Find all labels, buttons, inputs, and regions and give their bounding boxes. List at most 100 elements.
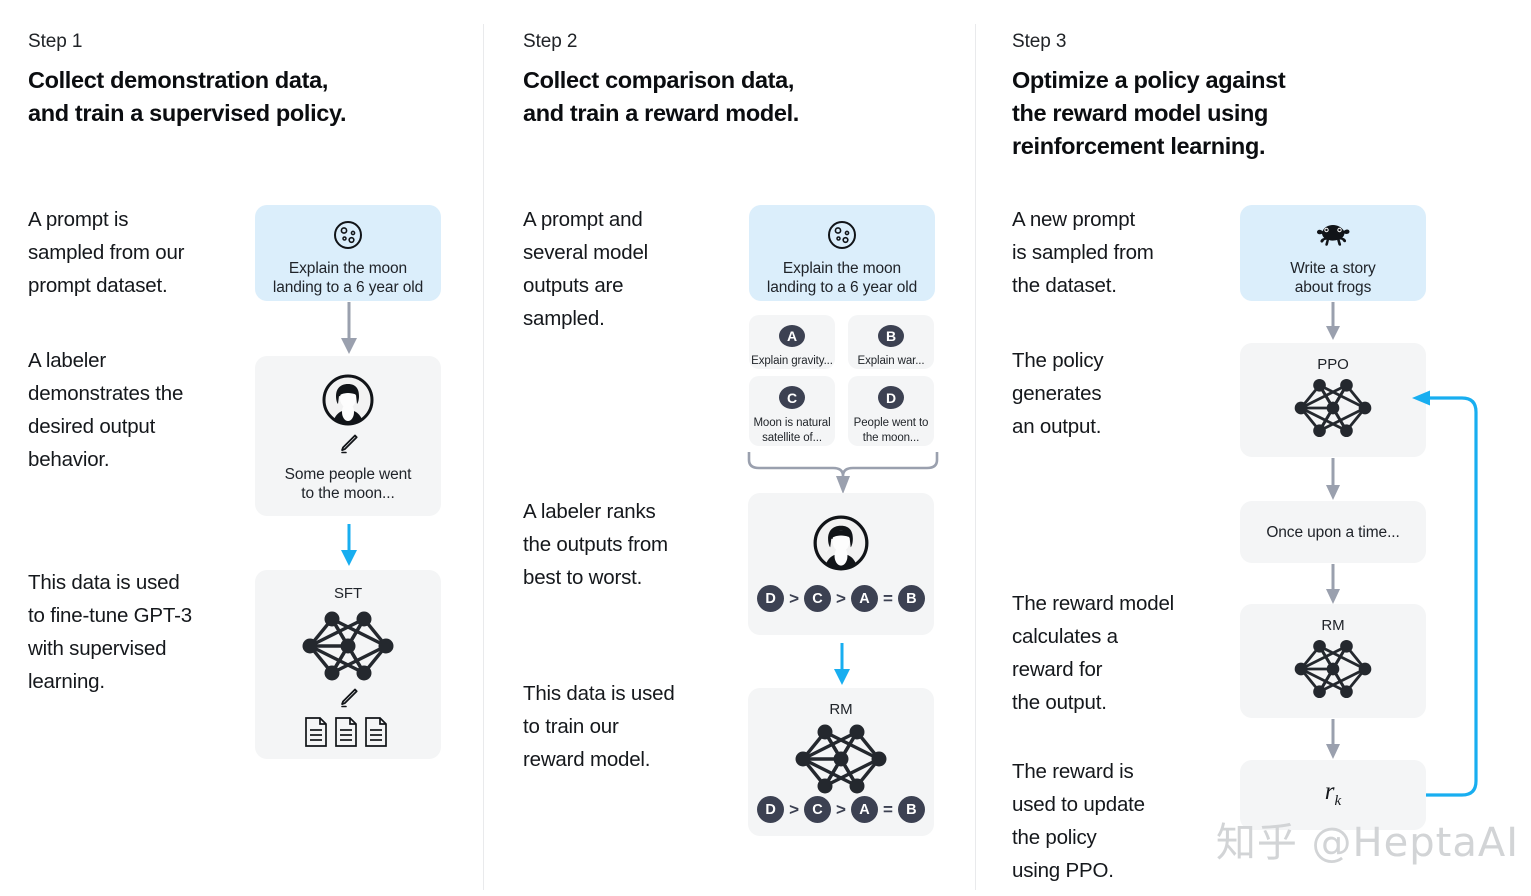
ppo-title: PPO [1317,356,1349,373]
step-2-prompt-line-1: Explain the moon [782,260,902,277]
rank-pill-2: C [804,585,832,612]
step-2-label: Step 2 [523,31,578,52]
rank-op-1: > [789,589,800,608]
sft-title: SFT [333,585,363,602]
rank-op-3: = [882,589,893,608]
step-1-column: Step 1 Collect demonstration data, and t… [0,0,483,896]
arrow-ranking-to-rm [834,643,850,685]
rank-pill-1: D [757,585,785,612]
step-3-reward-box[interactable]: rk [1240,760,1426,830]
labeler-avatar-icon [813,515,869,571]
rm-ranking-row: D > C > A = B [748,796,934,823]
step-1-label: Step 1 [28,31,83,52]
step-2-paragraph-2: A labeler ranks the outputs from best to… [523,500,668,589]
rm-rank-op-1: > [789,800,800,819]
option-text-c: Moon is natural satellite of... [753,417,831,444]
option-letter-d: D [878,386,904,409]
step-1-paragraph-1: A prompt is sampled from our prompt data… [28,208,185,297]
column-divider-1 [483,24,484,890]
step-1-paragraph-2: A labeler demonstrates the desired outpu… [28,349,184,471]
pencil-icon [341,434,358,454]
step-2-prompt-box[interactable]: Explain the moon landing to a 6 year old [749,205,935,301]
step-3-paragraph-1: A new prompt is sampled from the dataset… [1012,208,1154,297]
step-3-paragraph-4: The reward is used to update the policy … [1012,760,1145,882]
step-3-title-line-2: the reward model using [1012,100,1269,126]
moon-icon [828,221,856,249]
step-3-column: Step 3 Optimize a policy against the rew… [976,0,1531,896]
step-2-rm-box[interactable]: RM [748,688,934,836]
step-3-output-box[interactable]: Once upon a time... [1240,501,1426,563]
reward-symbol-r: r [1324,778,1335,805]
step-3-paragraph-2: The policy generates an output. [1012,349,1104,438]
arrow-rm-to-reward [1326,719,1340,759]
frog-icon [1317,225,1350,246]
neural-network-icon [1294,639,1372,699]
step-3-prompt-box[interactable]: Write a story about frogs [1240,205,1426,301]
step-3-rm-title: RM [1321,617,1345,634]
neural-network-icon [1294,378,1372,438]
rm-rank-pill-3: A [850,796,878,823]
step-3-output-text: Once upon a time... [1266,524,1400,541]
step-1-prompt-box[interactable]: Explain the moon landing to a 6 year old [255,205,441,301]
step-2-ranking-box[interactable]: D > C > A = B [748,493,934,635]
arrow-prompt-to-labeler [341,302,357,354]
column-divider-2 [975,24,976,890]
step-3-ppo-box[interactable]: PPO [1240,343,1426,457]
ranking-row: D > C > A = B [748,585,934,612]
option-letter-a: A [779,325,805,347]
merge-brace-arrow [747,452,939,494]
pencil-icon [341,688,358,708]
rank-op-2: > [836,589,846,608]
arrow-prompt-to-ppo [1326,302,1340,340]
step-2-paragraph-1: A prompt and several model outputs are s… [523,208,649,330]
moon-icon [334,221,362,249]
step-3-paragraph-3: The reward model calculates a reward for… [1012,592,1175,714]
step-2-prompt-line-2: landing to a 6 year old [766,279,918,296]
step-1-prompt-line-2: landing to a 6 year old [272,279,424,296]
step-1-title: Collect demonstration data, and train a … [28,64,347,130]
arrow-ppo-to-output [1326,458,1340,500]
rm-rank-op-2: > [836,800,846,819]
step-1-labeler-box[interactable]: Some people went to the moon... [255,356,441,516]
step-1-labeler-line-2: to the moon... [301,485,395,502]
option-text-d: People went to the moon... [853,417,929,444]
rm-rank-pill-1: D [757,796,785,823]
step-2-title-line-1: Collect comparison data, [523,67,795,93]
option-box-b[interactable]: B Explain war... [848,315,934,369]
reward-symbol: rk [1240,778,1426,810]
option-box-d[interactable]: D People went to the moon... [848,376,934,446]
arrow-labeler-to-sft [341,524,357,566]
step-2-title: Collect comparison data, and train a rew… [523,64,799,130]
arrow-output-to-rm [1326,564,1340,604]
step-1-prompt-line-1: Explain the moon [288,260,408,277]
step-3-title-line-1: Optimize a policy against [1012,67,1286,93]
option-box-c[interactable]: C Moon is natural satellite of... [749,376,835,446]
documents-icon [305,717,387,747]
option-letter-c: C [779,386,805,409]
step-3-label: Step 3 [1012,31,1067,52]
labeler-avatar-icon [322,374,374,426]
step-1-sft-box[interactable]: SFT [255,570,441,759]
rm-rank-op-3: = [882,800,893,819]
step-1-paragraph-3: This data is used to fine-tune GPT-3 wit… [28,571,192,693]
rank-pill-4: B [897,585,925,612]
step-2-column: Step 2 Collect comparison data, and trai… [484,0,975,896]
option-box-a[interactable]: A Explain gravity... [749,315,835,369]
step-1-title-line-2: and train a supervised policy. [28,100,347,126]
step-1-title-line-1: Collect demonstration data, [28,67,329,93]
step-2-title-line-2: and train a reward model. [523,100,799,126]
step-3-title: Optimize a policy against the reward mod… [1012,64,1286,163]
neural-network-icon [302,611,394,681]
step-3-title-line-3: reinforcement learning. [1012,133,1266,159]
rm-title: RM [829,701,853,718]
step-3-prompt-line-1: Write a story [1290,260,1376,277]
option-letter-b: B [878,325,904,347]
step-3-rm-box[interactable]: RM [1240,604,1426,718]
rm-rank-pill-4: B [897,796,925,823]
step-1-labeler-line-1: Some people went [284,466,412,483]
step-3-prompt-line-2: about frogs [1294,279,1372,296]
rm-rank-pill-2: C [804,796,832,823]
rank-pill-3: A [850,585,878,612]
option-text-a: Explain gravity... [751,355,833,367]
